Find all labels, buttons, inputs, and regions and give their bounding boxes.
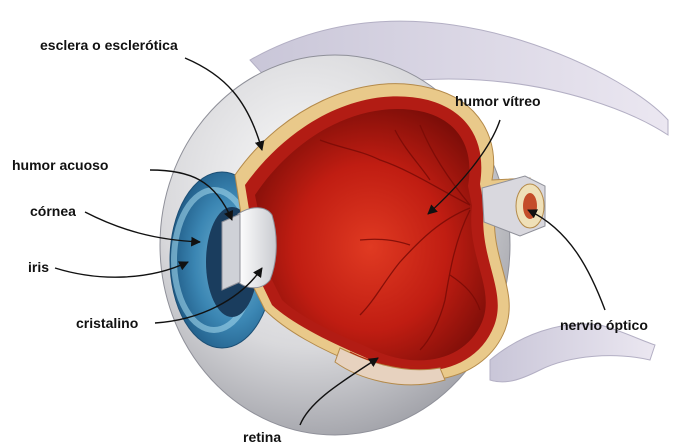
label-retina: retina bbox=[243, 429, 281, 445]
label-cornea: córnea bbox=[30, 203, 76, 219]
lens bbox=[222, 208, 276, 290]
label-vitreous: humor vítreo bbox=[455, 93, 541, 109]
label-aqueous: humor acuoso bbox=[12, 157, 108, 173]
label-lens: cristalino bbox=[76, 315, 138, 331]
label-optic-nerve: nervio óptico bbox=[560, 317, 648, 333]
label-sclera: esclera o esclerótica bbox=[40, 37, 178, 53]
label-iris: iris bbox=[28, 259, 49, 275]
